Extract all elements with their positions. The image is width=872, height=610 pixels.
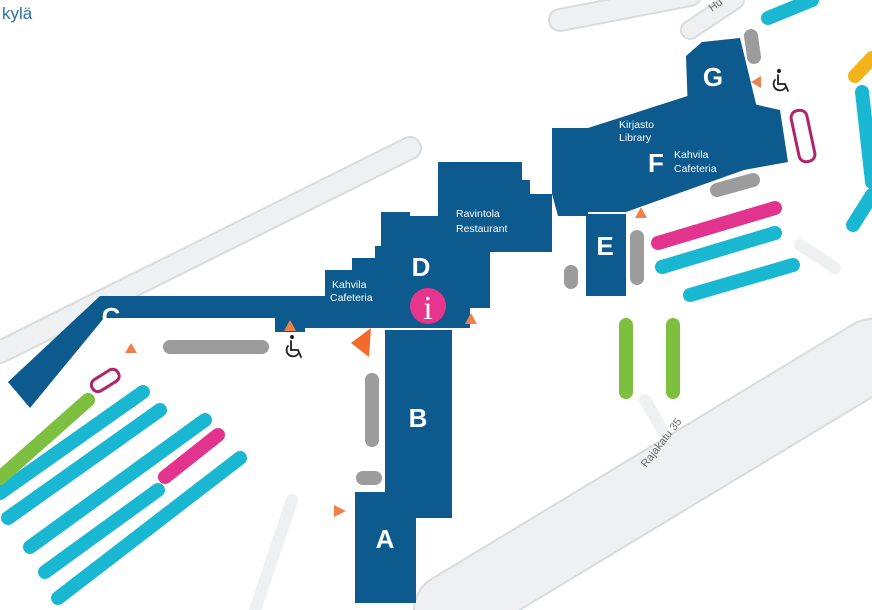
info-symbol: i [423,290,432,327]
parking-bar-pink [651,201,782,250]
wing-label-f: F [648,148,664,178]
entrance-arrow-icon [465,313,477,324]
parking-bar-cyan [38,483,165,579]
restaurant-label-fi: Ravintola [456,208,500,220]
wing-e-building [552,128,626,296]
wing-label-a: A [376,524,395,554]
wing-c-building [8,296,305,408]
parking-bar-yellow [848,51,872,83]
parking-gray [163,29,761,485]
wing-label-e: E [596,231,613,261]
buildings [8,38,788,603]
parking-bar-cyan [846,188,872,232]
entrance-arrow-icon [751,76,761,88]
parking-bar-cyan [23,413,212,554]
cafeteria-f-label-en: Cafeteria [674,163,717,175]
bike-rack [789,108,817,164]
wing-label-c: C [102,302,121,332]
parking-bar-green [0,393,95,485]
library-label-fi: Kirjasto [619,119,654,131]
wing-a-building [355,492,416,603]
parking-bar-cyan [761,0,819,25]
parking-bar-cyan [855,85,872,189]
entrance-arrow-icon [635,207,647,218]
entrance-arrow-icon [334,505,346,517]
wheelchair-icon [772,69,789,92]
bike-rack [89,367,121,394]
wing-b-building [385,330,452,518]
entrance-arrow-icon [125,343,137,353]
parking-bar-cyan [51,451,247,605]
info-icon: i [410,288,446,327]
parking-bar-pink [158,428,225,484]
cafeteria-d-label-fi: Kahvila [332,279,367,291]
cafeteria-d-label-en: Cafeteria [330,292,373,304]
parking-green [0,318,680,485]
place-name-fragment: kylä [2,4,33,23]
parking-bar-cyan [0,385,150,500]
bike-racks [89,108,817,394]
parking-bar-gray [710,173,760,197]
wing-label-d: D [412,252,431,282]
parking-pink [158,201,782,484]
wing-label-b: B [409,403,428,433]
parking-bar-gray [744,29,761,64]
cafeteria-f-label-fi: Kahvila [674,149,709,161]
parking-bar-cyan [1,403,167,525]
wing-label-g: G [703,62,723,92]
parking-bar-cyan [683,258,800,302]
you-are-here-arrow-icon [351,328,371,357]
wheelchair-icon [285,335,302,358]
entrance-arrows [125,76,761,517]
library-label-en: Library [619,132,652,144]
wing-g-building [686,38,758,112]
parking-yellow [848,51,872,83]
wing-d-building [305,162,552,328]
parking-bar-cyan [655,226,782,274]
restaurant-label-en: Restaurant [456,223,507,235]
entrance-arrow-icon [284,320,296,331]
wing-f-building [588,92,788,212]
